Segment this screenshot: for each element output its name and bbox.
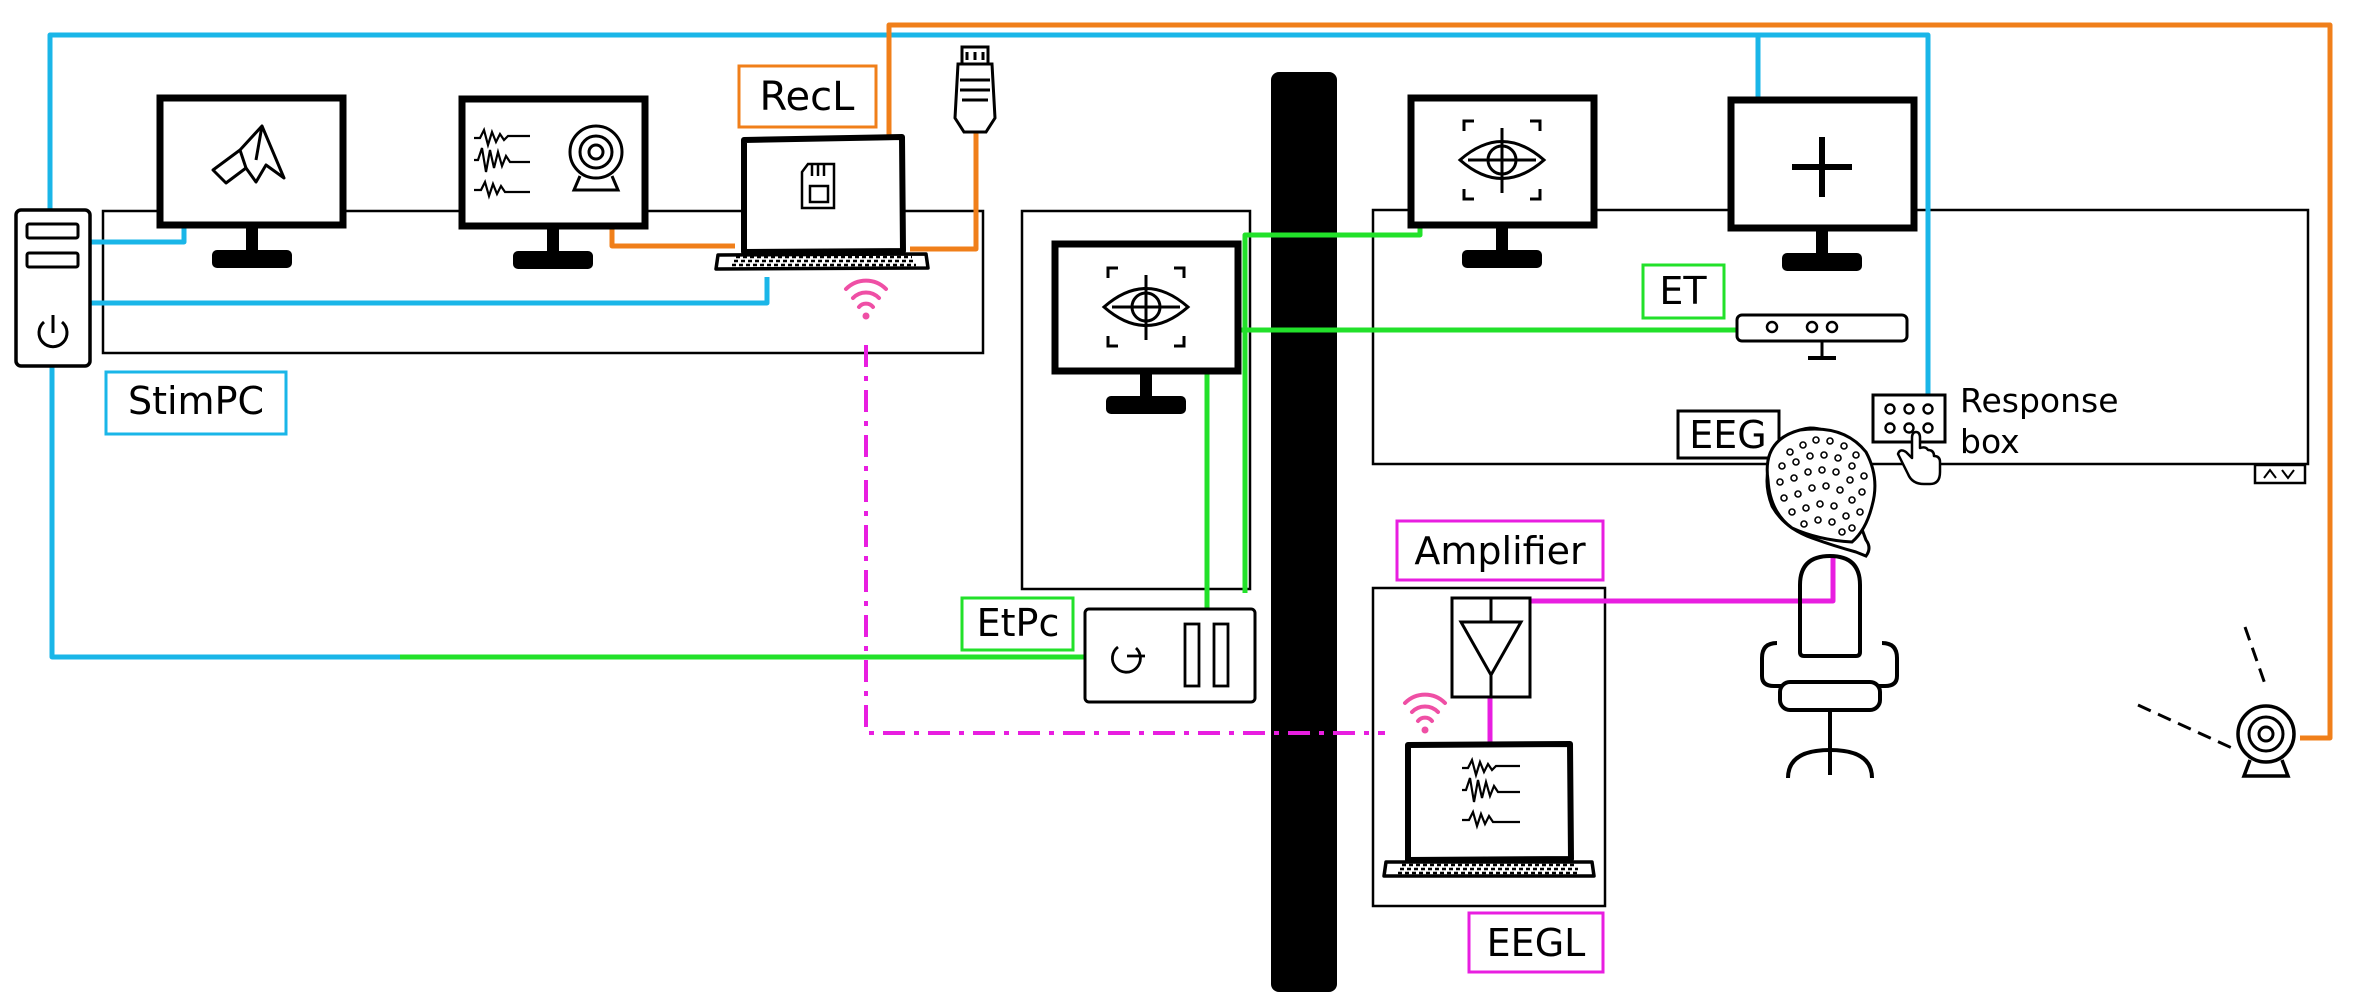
wireless-link xyxy=(864,345,1385,735)
eeg-desk xyxy=(1371,586,1607,908)
eye-tracker-bar-icon xyxy=(1735,313,1909,360)
eegl-label: EEGL xyxy=(1487,921,1586,965)
separating-wall xyxy=(1271,72,1337,992)
recl-label-box: RecL xyxy=(737,64,878,129)
fixation-cross-icon xyxy=(1792,137,1852,197)
eeg-label-box: EEG xyxy=(1676,409,1781,460)
stimulus-monitor xyxy=(156,94,347,268)
rec-cables xyxy=(609,22,2333,741)
chair-icon xyxy=(1760,554,1899,779)
et-label-box: ET xyxy=(1641,263,1726,320)
etpc-desk xyxy=(1020,209,1252,591)
response-box-icon xyxy=(1871,393,1947,444)
response-box-label-line2: box xyxy=(1960,422,2020,461)
eegl-label-box: EEGL xyxy=(1467,911,1605,974)
amplifier-label-box: Amplifier xyxy=(1395,519,1605,582)
stimpc-label-box: StimPC xyxy=(104,370,288,436)
et-pc-unit-icon xyxy=(1083,607,1257,704)
recl-label: RecL xyxy=(760,74,856,120)
etpc-label-box: EtPc xyxy=(960,596,1075,652)
amplifier-label: Amplifier xyxy=(1414,529,1586,573)
waveform-icon xyxy=(474,126,530,200)
waveform-icon xyxy=(1462,756,1520,830)
laptop-icon xyxy=(714,134,930,271)
etpc-label: EtPc xyxy=(977,601,1060,645)
et-label: ET xyxy=(1659,269,1707,313)
small-keypad xyxy=(2253,463,2307,485)
calibration-monitor xyxy=(1407,94,1598,268)
eyetracker-operator-monitor xyxy=(1051,240,1242,414)
eeg-laptop-icon xyxy=(1382,741,1596,878)
amplifier-icon xyxy=(1450,596,1532,699)
participant-monitor xyxy=(1727,96,1918,271)
computer-tower-icon xyxy=(14,208,92,368)
eeg-cables xyxy=(1487,556,1836,742)
ethernet-plug-icon xyxy=(953,45,997,134)
eeg-label: EEG xyxy=(1689,413,1766,457)
webcam-icon xyxy=(568,124,624,192)
eeg-cap-head-icon xyxy=(1765,426,1877,558)
wifi-icon xyxy=(1403,692,1447,734)
wifi-icon xyxy=(844,278,888,320)
hand-pointer-icon xyxy=(1896,430,1942,486)
camera-icon xyxy=(2137,626,2296,778)
eye-target-icon xyxy=(1101,266,1191,348)
sd-card-icon xyxy=(800,162,836,210)
eye-target-icon xyxy=(1457,119,1547,201)
laptop-keyboard xyxy=(732,255,916,267)
recording-monitor xyxy=(458,95,649,269)
response-box-label-line1: Response xyxy=(1960,381,2119,420)
stim-cables xyxy=(47,32,1931,660)
stimpc-label: StimPC xyxy=(128,379,264,423)
matlab-icon xyxy=(211,124,286,185)
